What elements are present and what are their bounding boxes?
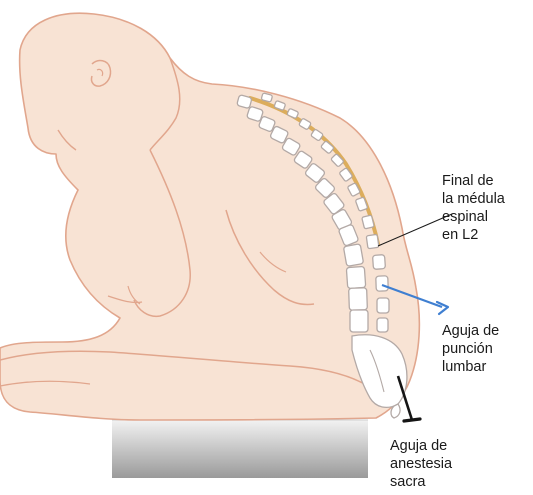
spinous-process bbox=[377, 318, 388, 332]
conus-label-line: Final de bbox=[442, 172, 505, 190]
lumbar-needle-label-line: punción bbox=[442, 340, 499, 358]
spinous-process bbox=[373, 255, 386, 270]
vertebra bbox=[349, 288, 368, 311]
vertebra bbox=[343, 244, 363, 267]
conus-label-line: la médula bbox=[442, 190, 505, 208]
spinous-process bbox=[362, 215, 375, 229]
sacral-needle-label-line: Aguja de bbox=[390, 437, 452, 455]
lumbar-needle-label-line: Aguja de bbox=[442, 322, 499, 340]
sacral-needle-label-line: anestesia bbox=[390, 455, 452, 473]
seat bbox=[112, 420, 368, 478]
vertebra bbox=[350, 310, 368, 332]
sacral-needle-label: Aguja de anestesia sacra bbox=[390, 437, 452, 491]
spinous-process bbox=[366, 234, 379, 248]
spinous-process bbox=[377, 298, 389, 313]
spinous-process bbox=[376, 276, 389, 291]
sacral-needle-label-line: sacra bbox=[390, 473, 452, 491]
vertebra bbox=[237, 95, 252, 109]
conus-label: Final de la médula espinal en L2 bbox=[442, 172, 505, 244]
conus-label-line: espinal bbox=[442, 208, 505, 226]
conus-label-line: en L2 bbox=[442, 226, 505, 244]
lumbar-needle-label-line: lumbar bbox=[442, 358, 499, 376]
vertebra bbox=[346, 266, 365, 288]
lumbar-needle-label: Aguja de punción lumbar bbox=[442, 322, 499, 376]
